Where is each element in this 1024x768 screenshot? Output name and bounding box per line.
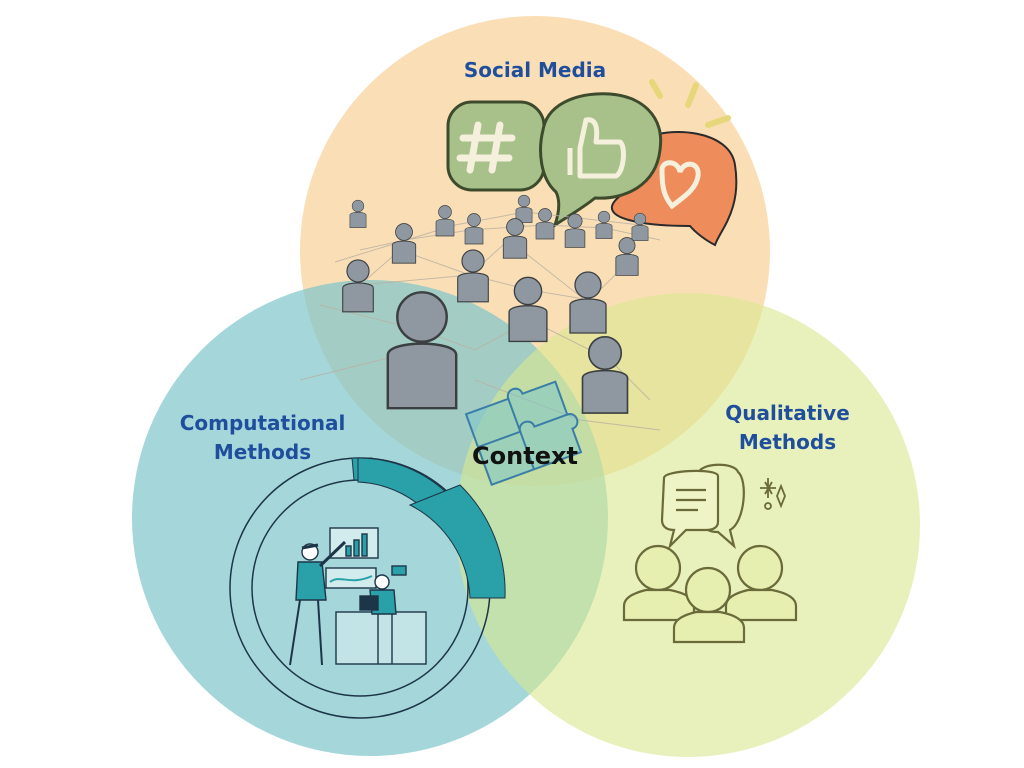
context-label: Context bbox=[472, 442, 578, 470]
donut-chart-icon bbox=[229, 457, 506, 719]
computational-methods-line-2: Methods bbox=[213, 440, 312, 464]
qualitative-methods-line-1: Qualitative bbox=[725, 401, 850, 425]
social-media-label: Social Media bbox=[463, 58, 607, 82]
burst-lines-icon bbox=[649, 79, 731, 128]
qualitative-methods-label: Qualitative Methods bbox=[700, 399, 875, 457]
sparkle-icon bbox=[760, 478, 786, 510]
computational-methods-line-1: Computational bbox=[179, 411, 346, 435]
thumbs-up-bubble-icon bbox=[539, 92, 663, 229]
group-of-people-icon bbox=[622, 544, 798, 644]
qualitative-methods-line-2: Methods bbox=[738, 430, 837, 454]
hashtag-bubble-icon bbox=[446, 100, 546, 192]
people-network-icon bbox=[299, 194, 661, 431]
puzzle-icon bbox=[464, 380, 583, 486]
chat-bubbles-icon bbox=[660, 463, 745, 550]
data-analysts-icon bbox=[289, 527, 427, 666]
computational-methods-label: Computational Methods bbox=[150, 409, 375, 467]
